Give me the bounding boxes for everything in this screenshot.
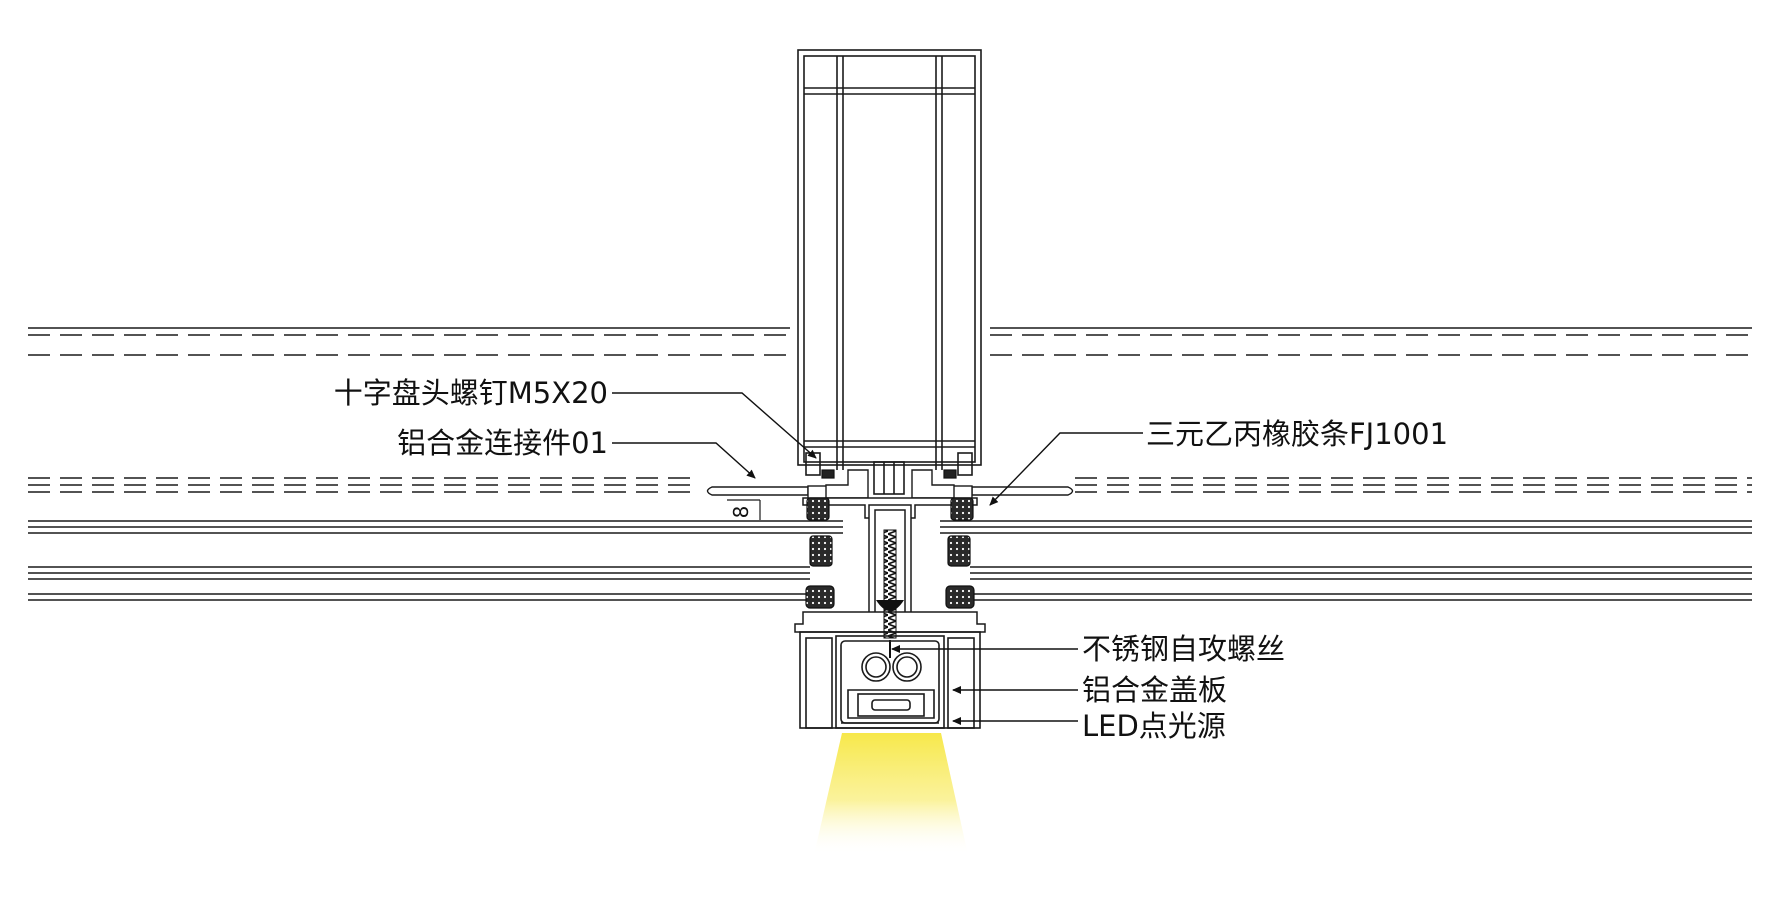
label-gasket: 三元乙丙橡胶条FJ1001 [1146,417,1448,451]
stainless-tapping-screw [876,529,904,658]
leader-lines [612,392,1143,725]
label-tapping-screw: 不锈钢自攻螺丝 [1082,632,1285,666]
mullion-profile [797,49,982,495]
aluminum-cover-housing [799,631,981,729]
dimension-label: 8 [729,506,753,519]
leader-gasket [989,432,1143,506]
leader-screw [612,392,817,459]
insulation-layer-right [990,327,1752,493]
epdm-gaskets [805,469,975,609]
label-cover-plate: 铝合金盖板 [1082,673,1227,707]
glass-panel-left [28,520,843,601]
spacing-dimension: 8 [727,499,761,520]
aluminum-connector [706,469,1074,501]
insulation-layer-left [28,327,790,493]
label-screw: 十字盘头螺钉M5X20 [334,376,608,410]
label-led: LED点光源 [1082,709,1226,743]
leader-connector [612,442,756,479]
led-light-beam [814,733,968,855]
glass-panel-right [940,520,1752,601]
label-connector: 铝合金连接件01 [397,426,608,460]
